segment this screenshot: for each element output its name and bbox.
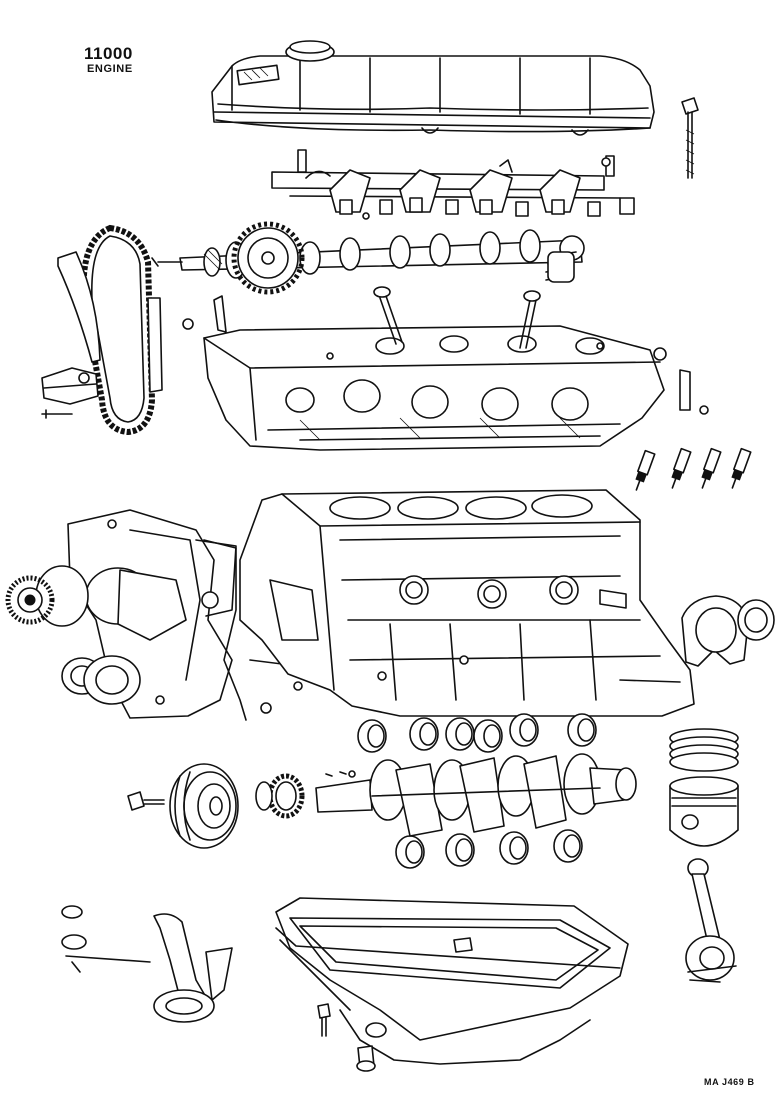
cylinder-block [239,489,695,717]
camshaft-sprocket [231,221,305,295]
crankshaft-pulley [169,763,239,849]
piston [669,776,739,847]
group-name: ENGINE [87,63,133,75]
spark-plugs [635,447,752,491]
valve-spring [545,251,577,283]
cylinder-head [182,286,709,451]
timing-chain [80,224,156,436]
crankshaft [315,753,637,837]
oil-pan-bolt [317,1003,331,1037]
illustration-reference-code: MA J469 B [704,1077,755,1087]
misc-fasteners [326,157,611,778]
rear-oil-seal-retainer [681,595,775,667]
head-cover-bolt [681,97,699,179]
crankshaft-timing-gear [255,773,305,819]
group-number: 11000 [84,44,133,63]
oil-strainer [61,905,233,1023]
chain-tensioner [41,367,99,419]
camshaft [151,229,585,279]
drain-plug [356,1022,387,1072]
front-oil-seal [61,655,141,705]
oil-pan [275,897,629,1065]
connecting-rod [685,858,737,983]
piston-rings [669,728,739,772]
chain-guide [57,251,163,393]
pulley-bolt [127,771,347,811]
water-pump [5,565,187,641]
bearings [357,713,597,869]
cylinder-head-cover [211,40,655,136]
rocker-arm-assembly [271,149,635,217]
